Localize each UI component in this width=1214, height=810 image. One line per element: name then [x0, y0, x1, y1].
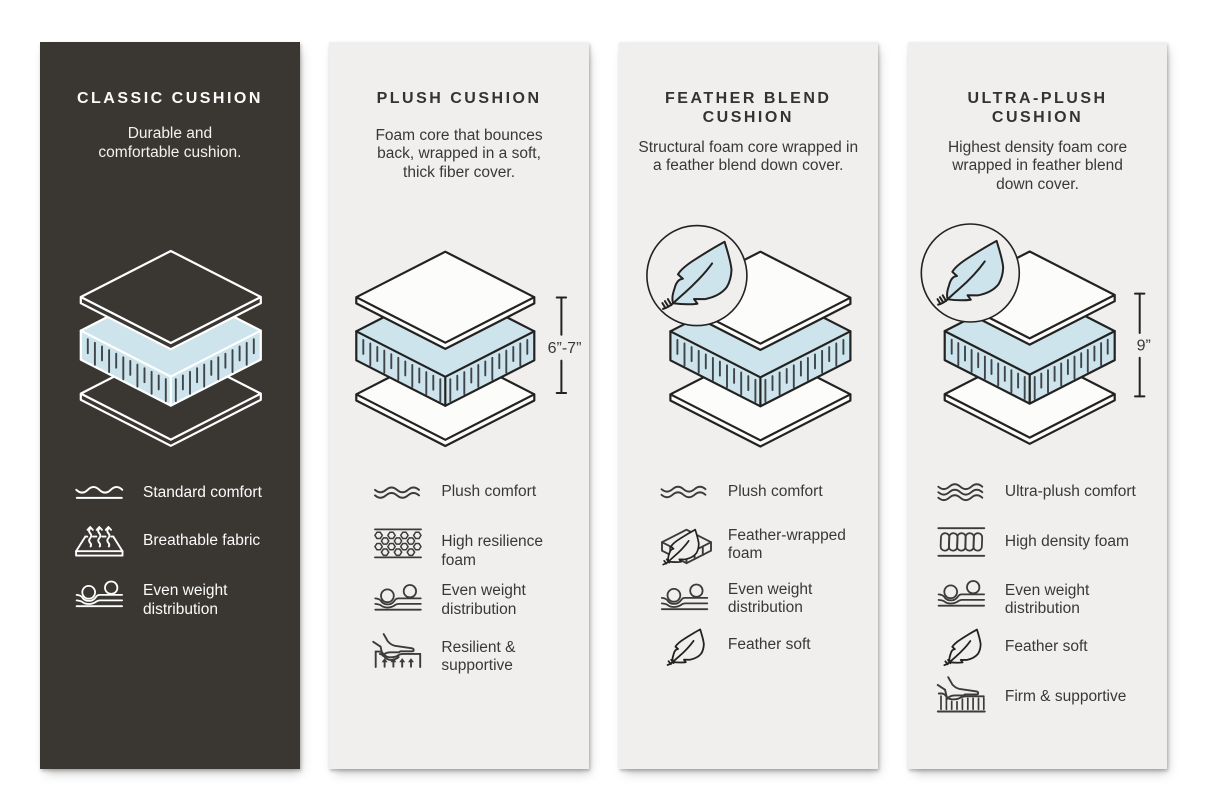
svg-text:6”-7”: 6”-7” [548, 340, 582, 357]
svg-text:9”: 9” [1137, 338, 1151, 355]
